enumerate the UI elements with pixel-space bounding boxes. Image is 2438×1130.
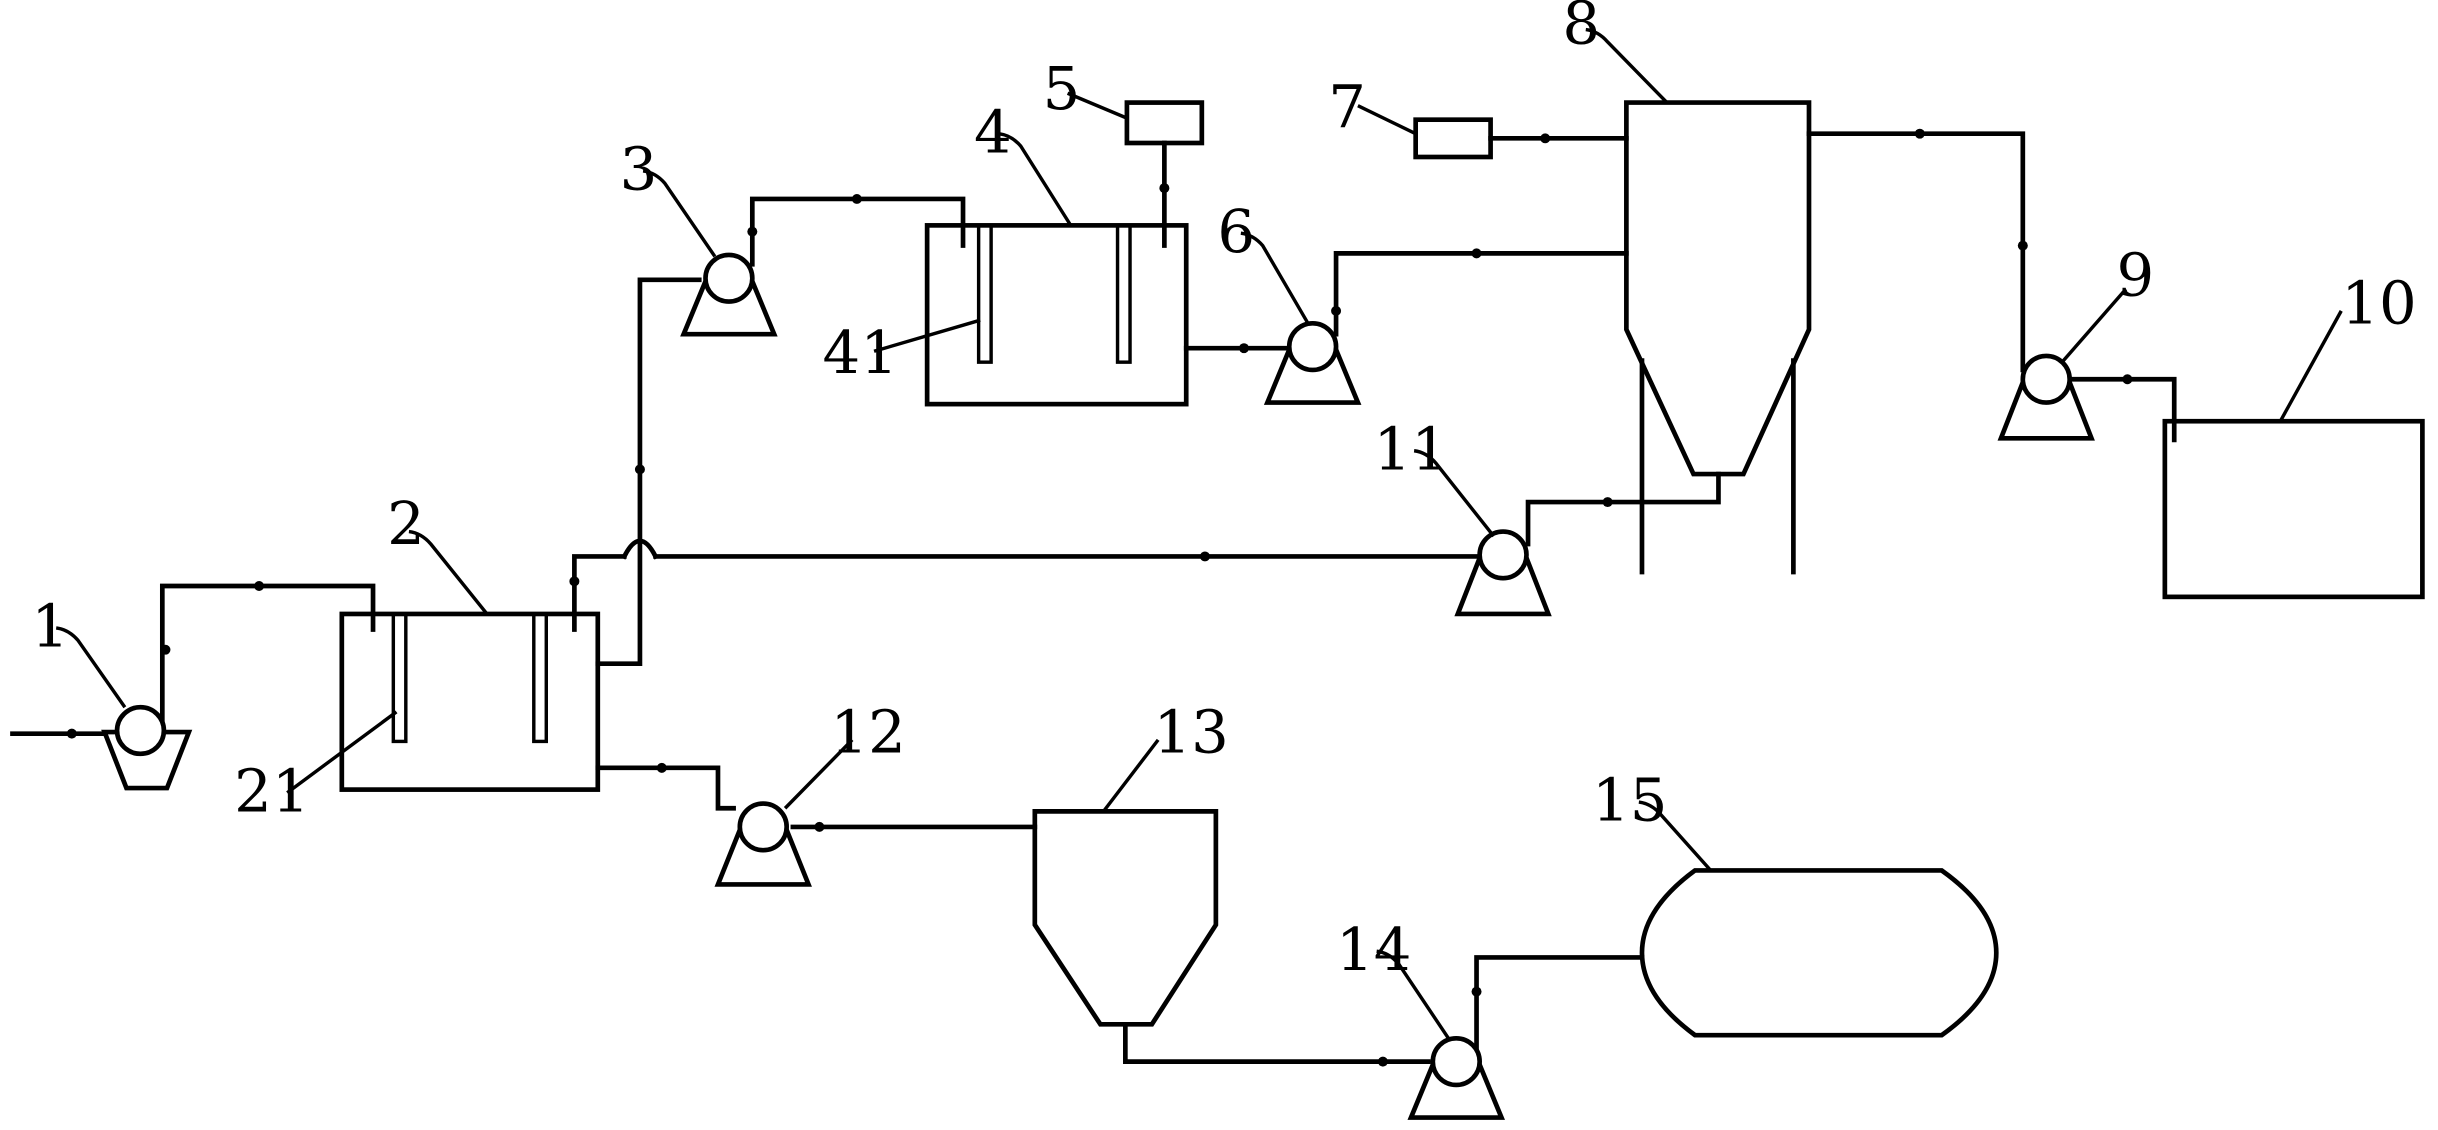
label-1: 1: [31, 592, 69, 661]
dosing-box-7: [1413, 117, 1493, 160]
leader-lines: [55, 27, 2343, 1040]
label-3: 3: [620, 135, 658, 204]
hopper-13: [1032, 809, 1219, 1027]
flow-markers: [66, 128, 2133, 1067]
pump-6: [1263, 320, 1362, 405]
label-5: 5: [1043, 54, 1081, 123]
pump-14: [1407, 1035, 1506, 1120]
pump-1: [101, 704, 193, 791]
label-13: 13: [1153, 697, 1228, 766]
labels: 1 2 3 4 5 6 7 8 9 10 11 12 13 14 15 21 4…: [31, 0, 2416, 984]
pump-9: [1997, 353, 2095, 441]
tank-10: [2162, 418, 2425, 600]
label-9: 9: [2116, 240, 2154, 309]
tank-2: [339, 611, 601, 792]
label-6: 6: [1217, 197, 1255, 266]
pump-12: [714, 801, 812, 887]
label-14: 14: [1336, 915, 1411, 984]
label-2: 2: [387, 489, 425, 558]
label-15: 15: [1592, 766, 1667, 835]
dosing-box-5: [1124, 100, 1205, 146]
label-21: 21: [234, 756, 309, 825]
pump-3: [680, 252, 778, 337]
tank-4: [924, 223, 1189, 407]
label-10: 10: [2341, 268, 2416, 337]
label-41: 41: [823, 318, 898, 387]
storage-tank-15: [1639, 868, 1999, 1038]
label-4: 4: [974, 97, 1012, 166]
label-8: 8: [1562, 0, 1600, 57]
label-12: 12: [830, 697, 905, 766]
label-11: 11: [1374, 415, 1449, 484]
label-7: 7: [1328, 73, 1366, 142]
pump-11: [1454, 529, 1552, 617]
separator-8: [1624, 100, 1812, 575]
